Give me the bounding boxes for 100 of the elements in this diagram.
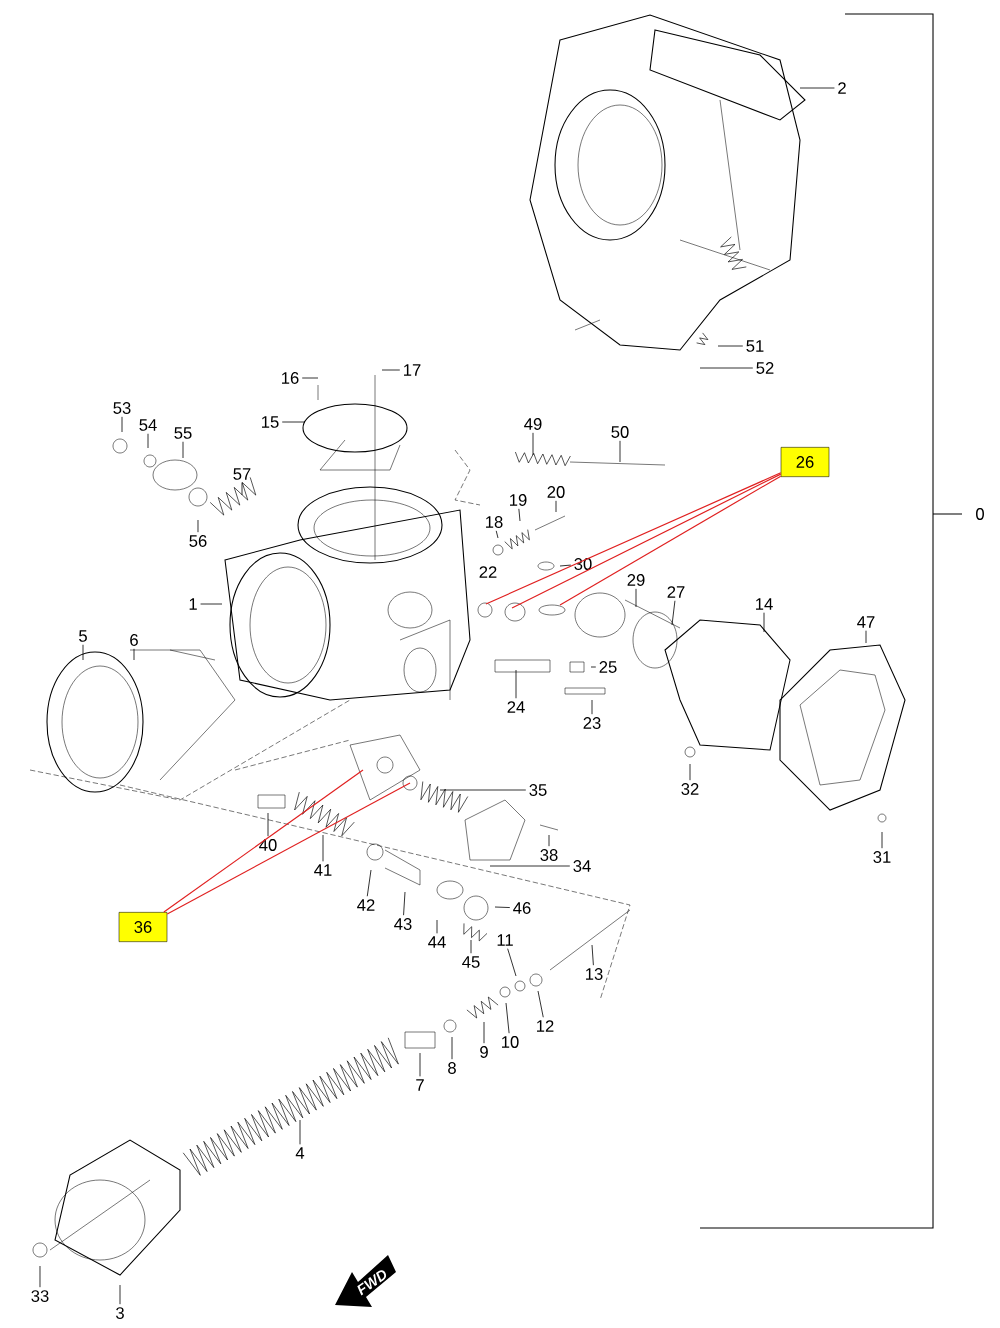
- callout-number: 55: [174, 427, 192, 439]
- leader-line: [763, 612, 765, 633]
- leader-line: [865, 630, 867, 644]
- callout-number: 43: [394, 918, 412, 930]
- callout-number: 34: [573, 860, 591, 872]
- leader-line: [559, 564, 572, 567]
- callout-number: 22: [479, 566, 497, 578]
- leader-line: [200, 603, 223, 605]
- leader-line: [241, 482, 243, 496]
- leader-line: [82, 644, 84, 661]
- leader-line: [403, 891, 406, 916]
- leader-line: [147, 433, 149, 449]
- leader-line: [163, 769, 364, 913]
- callout-number: 11: [497, 934, 513, 946]
- leader-line: [591, 944, 594, 966]
- callout-number: 14: [756, 598, 773, 610]
- callout-number: 19: [510, 494, 527, 506]
- callout-number: 16: [282, 372, 299, 384]
- callout-number: 56: [189, 535, 207, 547]
- leader-line: [322, 834, 324, 862]
- leader-line: [451, 1036, 453, 1060]
- leader-line: [299, 1119, 301, 1145]
- leader-line: [881, 831, 883, 849]
- leader-line: [436, 919, 438, 934]
- callout-number: 7: [416, 1079, 424, 1091]
- leader-line: [439, 789, 527, 791]
- callout-number: 30: [574, 558, 592, 570]
- callout-number: 9: [480, 1046, 488, 1058]
- leader-line: [635, 588, 637, 608]
- callout-number: 29: [627, 574, 645, 586]
- leader-line: [537, 990, 544, 1018]
- callout-box: 26: [780, 447, 830, 477]
- leader-line: [182, 441, 184, 459]
- callout-number: 12: [537, 1020, 554, 1032]
- callout-number: 8: [448, 1062, 456, 1074]
- callout-number: 10: [502, 1036, 519, 1048]
- leader-line: [515, 669, 517, 699]
- leader-line: [799, 87, 835, 89]
- leader-line: [119, 1284, 121, 1305]
- callout-number: 2: [838, 82, 846, 94]
- callout-number: 15: [262, 416, 279, 428]
- leader-line: [507, 948, 517, 977]
- callout-number: 4: [295, 1147, 305, 1159]
- leader-line: [671, 600, 676, 626]
- leader-line: [559, 475, 782, 606]
- callout-number: 45: [462, 956, 480, 968]
- leader-line: [166, 782, 411, 915]
- callout-number: 50: [611, 426, 629, 438]
- leader-line: [505, 1002, 510, 1034]
- leader-line: [366, 869, 372, 897]
- leader-line: [267, 812, 269, 837]
- callout-number: 46: [513, 902, 531, 914]
- callout-number: 40: [259, 839, 277, 851]
- leader-line: [419, 1052, 421, 1077]
- callout-number: 27: [667, 586, 685, 598]
- callout-number: 18: [486, 516, 503, 528]
- leader-line: [518, 508, 521, 522]
- callout-number: 5: [79, 630, 87, 642]
- callout-number: 33: [31, 1290, 49, 1302]
- callout-number: 6: [130, 634, 138, 646]
- leader-line: [591, 699, 593, 715]
- leader-line: [39, 1265, 41, 1288]
- callout-number: 44: [428, 936, 446, 948]
- leader-line: [483, 1021, 485, 1044]
- leader-line: [301, 377, 319, 379]
- callout-number: 20: [547, 486, 565, 498]
- callout-number: 57: [233, 468, 251, 480]
- leader-line: [699, 367, 754, 369]
- leader-line: [133, 648, 135, 661]
- leader-line: [121, 416, 123, 433]
- leader-line: [197, 519, 199, 533]
- callout-number: 1: [189, 598, 197, 610]
- leader-line: [619, 440, 621, 463]
- callout-number: 41: [314, 864, 332, 876]
- callout-box: 36: [118, 912, 168, 942]
- leader-line: [717, 345, 744, 347]
- leader-line: [489, 865, 571, 867]
- callout-number: 38: [540, 849, 558, 861]
- callout-number: 49: [524, 418, 542, 430]
- callout-number: 35: [529, 784, 547, 796]
- leader-line: [689, 763, 691, 781]
- callout-number: 25: [599, 661, 617, 673]
- leader-line: [590, 666, 597, 668]
- callout-number: 17: [404, 364, 421, 376]
- leader-line: [555, 500, 557, 513]
- leader-line: [281, 421, 306, 423]
- callout-number: 54: [139, 419, 157, 431]
- leader-line: [470, 939, 472, 954]
- callout-number: 53: [113, 402, 131, 414]
- callout-number: 51: [746, 340, 764, 352]
- leader-line: [548, 834, 550, 847]
- leader-line: [532, 432, 534, 456]
- leader-line: [381, 369, 401, 371]
- leader-line: [494, 906, 511, 908]
- leader-line: [495, 530, 499, 539]
- callout-number: 3: [116, 1307, 124, 1319]
- callout-number: 42: [357, 899, 375, 911]
- callout-number: 52: [756, 362, 774, 374]
- callout-number: 47: [857, 616, 875, 628]
- callout-number: 31: [873, 851, 891, 863]
